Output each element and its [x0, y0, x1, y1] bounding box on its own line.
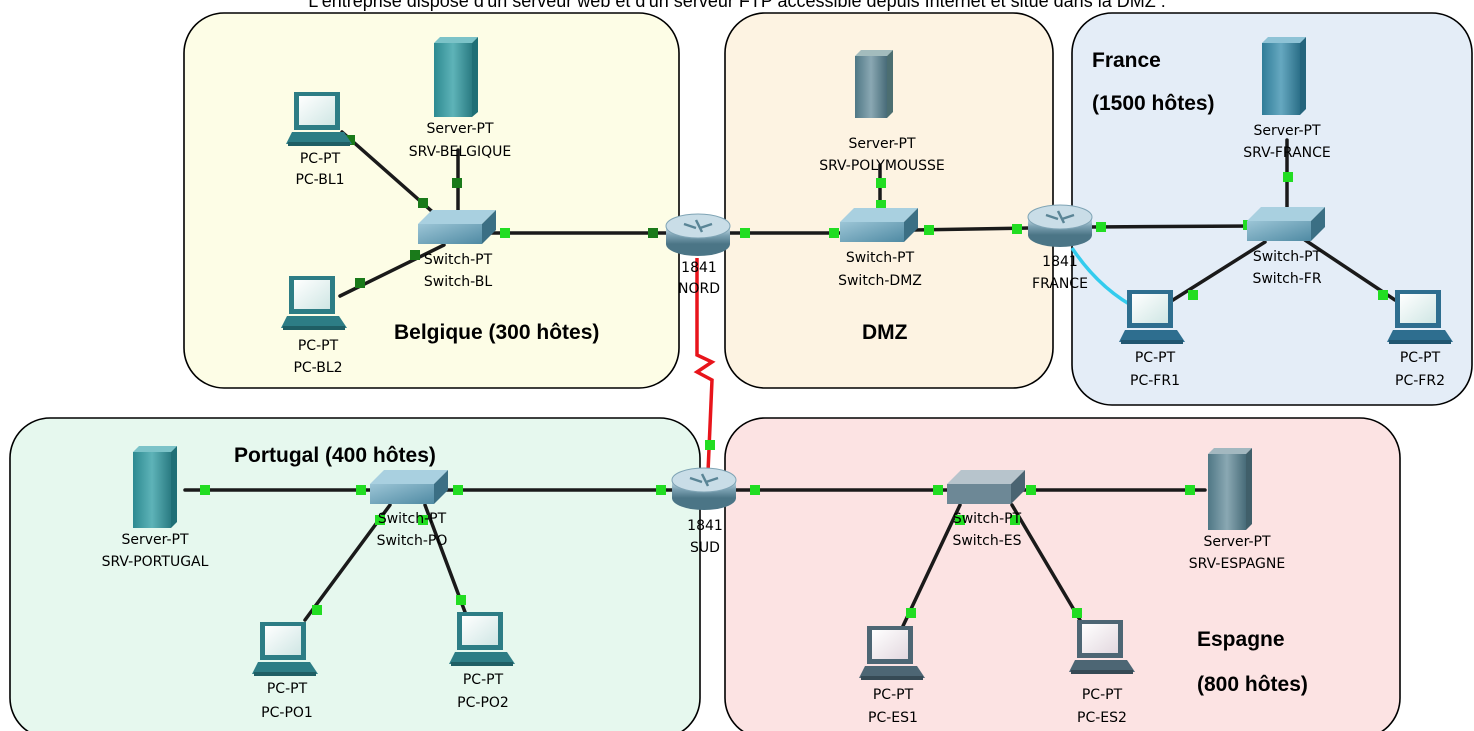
switch-icon[interactable] — [1247, 207, 1325, 241]
pc-icon[interactable] — [1069, 620, 1135, 674]
switch-es-type: Switch-PT — [953, 511, 1022, 527]
router-france-type: 1841 — [1042, 254, 1078, 270]
router-icon[interactable] — [665, 213, 731, 256]
pc-icon[interactable] — [286, 92, 352, 146]
srv-espagne-name: SRV-ESPAGNE — [1189, 556, 1285, 572]
router-france-name: FRANCE — [1032, 276, 1088, 292]
router-nord-name: NORD — [678, 281, 720, 297]
pc-icon[interactable] — [252, 622, 318, 676]
pc-bl1-type: PC-PT — [300, 151, 341, 167]
link-pces2-switches — [1010, 503, 1082, 622]
pc-es1-name: PC-ES1 — [868, 710, 918, 726]
router-nord-type: 1841 — [681, 260, 717, 276]
pc-po2-name: PC-PO2 — [457, 695, 509, 711]
srv-belgique-type: Server-PT — [426, 121, 494, 137]
zone-label-dmz: DMZ — [862, 321, 908, 344]
switch-es-name: Switch-ES — [952, 533, 1021, 549]
pc-po2-type: PC-PT — [463, 672, 504, 688]
zone-label-espagne-line1: Espagne — [1197, 628, 1285, 651]
router-icon[interactable] — [1027, 204, 1093, 247]
pc-bl1-name: PC-BL1 — [295, 172, 344, 188]
pc-bl2-name: PC-BL2 — [293, 360, 342, 376]
pc-fr2-name: PC-FR2 — [1395, 373, 1445, 389]
switch-bl-type: Switch-PT — [424, 252, 493, 268]
server-icon[interactable] — [1262, 37, 1306, 115]
srv-polymousse-name: SRV-POLYMOUSSE — [819, 158, 945, 174]
pc-es2-type: PC-PT — [1082, 687, 1123, 703]
zone-label-espagne-line2: (800 hôtes) — [1197, 673, 1308, 696]
link-pces1-switches — [901, 503, 962, 628]
link-nord-sud-serial — [693, 258, 716, 473]
zone-label-portugal: Portugal (400 hôtes) — [234, 444, 436, 467]
srv-belgique-name: SRV-BELGIQUE — [409, 144, 512, 160]
link-france-switchfr — [1088, 224, 1258, 229]
pc-icon[interactable] — [859, 626, 925, 680]
srv-portugal-name: SRV-PORTUGAL — [102, 554, 209, 570]
zone-dmz — [724, 12, 1054, 389]
server-icon[interactable] — [1208, 448, 1252, 530]
pc-fr1-name: PC-FR1 — [1130, 373, 1180, 389]
switch-po-type: Switch-PT — [378, 511, 447, 527]
zone-label-france-line2: (1500 hôtes) — [1092, 92, 1215, 115]
pc-bl2-type: PC-PT — [298, 338, 339, 354]
srv-france-type: Server-PT — [1253, 123, 1321, 139]
pc-icon[interactable] — [449, 612, 515, 666]
link-pcpo2-switchpo — [423, 503, 467, 614]
router-sud-type: 1841 — [687, 518, 723, 534]
srv-polymousse-type: Server-PT — [848, 136, 916, 152]
switch-dmz-name: Switch-DMZ — [838, 273, 922, 289]
server-icon[interactable] — [434, 37, 478, 117]
router-icon[interactable] — [671, 467, 737, 510]
switch-fr-name: Switch-FR — [1252, 271, 1321, 287]
zone-label-france-line1: France — [1092, 49, 1161, 72]
switch-dmz-type: Switch-PT — [846, 250, 915, 266]
server-icon[interactable] — [855, 50, 893, 118]
pc-po1-name: PC-PO1 — [261, 705, 313, 721]
pc-fr2-type: PC-PT — [1400, 350, 1441, 366]
zone-label-belgique: Belgique (300 hôtes) — [394, 321, 599, 344]
switch-icon[interactable] — [947, 470, 1025, 504]
switch-icon[interactable] — [418, 210, 496, 244]
router-sud-name: SUD — [690, 540, 720, 556]
srv-espagne-type: Server-PT — [1203, 534, 1271, 550]
switch-bl-name: Switch-BL — [424, 274, 492, 290]
pc-es1-type: PC-PT — [873, 687, 914, 703]
srv-portugal-type: Server-PT — [121, 532, 189, 548]
switch-icon[interactable] — [370, 470, 448, 504]
pc-icon[interactable] — [1387, 290, 1453, 344]
pc-icon[interactable] — [281, 276, 347, 330]
pc-fr1-type: PC-PT — [1135, 350, 1176, 366]
server-icon[interactable] — [133, 446, 177, 528]
pc-po1-type: PC-PT — [267, 681, 308, 697]
srv-france-name: SRV-FRANCE — [1243, 145, 1331, 161]
switch-fr-type: Switch-PT — [1253, 249, 1322, 265]
zone-portugal — [9, 417, 701, 731]
switch-icon[interactable] — [840, 208, 918, 242]
pc-es2-name: PC-ES2 — [1077, 710, 1127, 726]
link-pcfr1-switchfr — [1163, 240, 1267, 307]
switch-po-name: Switch-PO — [377, 533, 448, 549]
pc-icon[interactable] — [1119, 290, 1185, 344]
header-text: L'entreprise dispose d'un serveur web et… — [308, 0, 1166, 11]
